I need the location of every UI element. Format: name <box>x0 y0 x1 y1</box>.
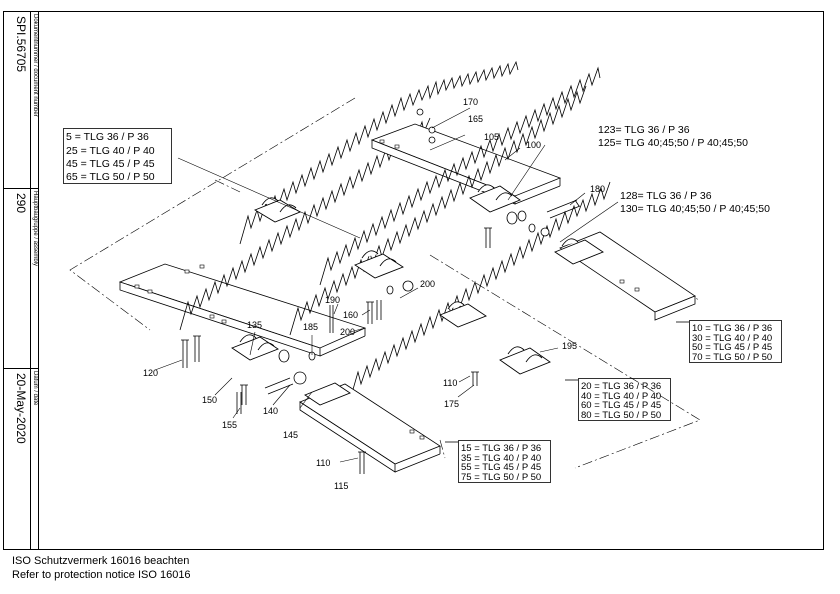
callout-15: 15 = TLG 36 / P 36 <box>461 443 541 454</box>
callout-boxes <box>63 128 782 483</box>
date-label: Datum / date <box>32 371 38 406</box>
callout-50: 50 = TLG 45 / P 45 <box>692 342 772 353</box>
callout-5: 5 = TLG 36 / P 36 <box>66 131 149 143</box>
callout-75: 75 = TLG 50 / P 50 <box>461 472 541 483</box>
part-number-145: 145 <box>283 430 298 440</box>
callout-box-15 <box>458 440 551 483</box>
exploded-assembly-drawing <box>69 60 701 474</box>
part-number-200-lower: 200 <box>340 327 355 337</box>
part-number-185: 185 <box>303 322 318 332</box>
rail-upper <box>239 60 562 245</box>
callout-60: 60 = TLG 45 / P 45 <box>581 400 661 411</box>
assembly-label: Hauptbaugruppe / assembly <box>32 191 38 267</box>
rail-lower-right <box>349 181 611 401</box>
part-number-100: 100 <box>526 140 541 150</box>
part-number-110-lower: 110 <box>316 458 330 468</box>
callout-box-20 <box>578 378 671 421</box>
doc-number: SPI.56705 <box>14 16 28 73</box>
part-number-170: 170 <box>463 97 478 107</box>
rail-middle <box>319 66 601 286</box>
part-number-155: 155 <box>222 420 237 430</box>
rail-upper-left <box>118 117 431 357</box>
drawing-frame <box>3 11 824 550</box>
part-number-150: 150 <box>202 395 217 405</box>
callout-30: 30 = TLG 40 / P 40 <box>692 333 772 344</box>
part-number-190: 190 <box>325 295 340 305</box>
callout-123: 123= TLG 36 / P 36 <box>598 124 690 136</box>
protection-notice-de: ISO Schutzvermerk 16016 beachten <box>12 555 190 567</box>
part-number-135: 135 <box>247 320 262 330</box>
assembly-number: 290 <box>14 193 28 214</box>
part-number-105: 105 <box>484 132 499 142</box>
callout-65: 65 = TLG 50 / P 50 <box>66 171 155 183</box>
callout-10: 10 = TLG 36 / P 36 <box>692 323 772 334</box>
callout-130: 130= TLG 40;45;50 / P 40;45;50 <box>620 203 770 215</box>
sleeves-and-nuts <box>278 108 550 385</box>
callout-70: 70 = TLG 50 / P 50 <box>692 352 772 363</box>
part-number-140: 140 <box>263 406 278 416</box>
callout-35: 35 = TLG 40 / P 40 <box>461 453 541 464</box>
part-number-180: 180 <box>590 184 605 194</box>
protection-notice-en: Refer to protection notice ISO 16016 <box>12 569 191 581</box>
part-number-160: 160 <box>343 310 358 320</box>
part-number-165: 165 <box>468 114 483 124</box>
mounting-holes <box>134 139 640 440</box>
part-number-110-right: 110 <box>443 378 457 388</box>
part-number-115: 115 <box>334 481 348 491</box>
callout-125: 125= TLG 40;45;50 / P 40;45;50 <box>598 137 748 149</box>
callout-box-5 <box>63 128 172 184</box>
part-number-175: 175 <box>444 399 459 409</box>
callout-45: 45 = TLG 45 / P 45 <box>66 158 155 170</box>
part-number-120: 120 <box>143 368 158 378</box>
part-number-200-upper: 200 <box>420 279 435 289</box>
bolts-and-pins <box>181 199 581 474</box>
callout-80: 80 = TLG 50 / P 50 <box>581 410 661 421</box>
callout-20: 20 = TLG 36 / P 36 <box>581 381 661 392</box>
callout-25: 25 = TLG 40 / P 40 <box>66 145 155 157</box>
callout-box-10 <box>689 320 782 363</box>
callout-128: 128= TLG 36 / P 36 <box>620 190 712 202</box>
doc-number-label: Dokumentnummer / document number <box>32 14 38 117</box>
clamp-brackets <box>231 184 604 406</box>
callout-55: 55 = TLG 45 / P 45 <box>461 462 541 473</box>
leader-lines <box>154 107 619 463</box>
callout-40: 40 = TLG 40 / P 40 <box>581 391 661 402</box>
part-number-195: 195 <box>562 341 577 351</box>
date-value: 20-May-2020 <box>14 373 28 444</box>
